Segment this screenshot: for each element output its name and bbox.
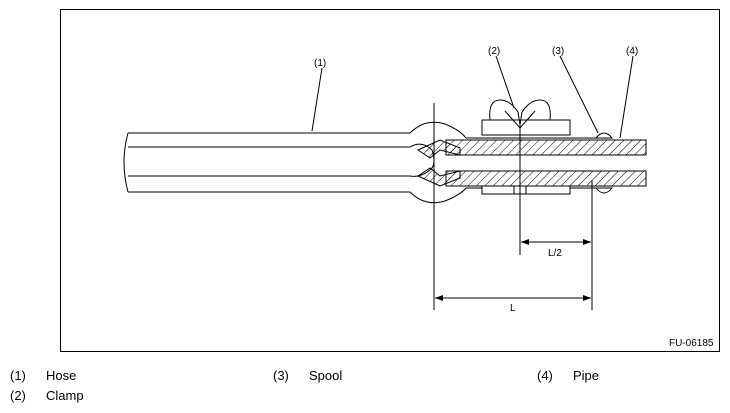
dimension-half-length: L/2	[548, 248, 562, 259]
dimension-lines	[433, 103, 593, 310]
callout-hose: (1)	[314, 58, 326, 69]
dimension-length: L	[510, 303, 516, 314]
clamp	[481, 99, 571, 195]
legend-label: Hose	[46, 368, 77, 383]
hose	[123, 121, 467, 204]
pipe	[445, 139, 647, 187]
legend-number: (3)	[273, 368, 289, 383]
spool	[594, 132, 614, 194]
legend-label: Spool	[309, 368, 343, 383]
legend-item-clamp: (2) Clamp	[10, 388, 84, 404]
callout-clamp: (2)	[488, 46, 500, 57]
figure-frame	[60, 9, 720, 352]
legend-item-pipe: (4) Pipe	[537, 368, 599, 384]
legend-number: (1)	[10, 368, 26, 383]
legend-number: (4)	[537, 368, 553, 383]
figure-code: FU-06185	[669, 338, 714, 349]
legend-label: Clamp	[46, 388, 84, 403]
legend-item-hose: (1) Hose	[10, 368, 76, 384]
leader-lines	[311, 55, 634, 139]
legend-item-spool: (3) Spool	[273, 368, 342, 384]
legend-label: Pipe	[573, 368, 600, 383]
legend-number: (2)	[10, 388, 26, 403]
callout-spool: (3)	[552, 46, 564, 57]
callout-pipe: (4)	[626, 46, 638, 57]
